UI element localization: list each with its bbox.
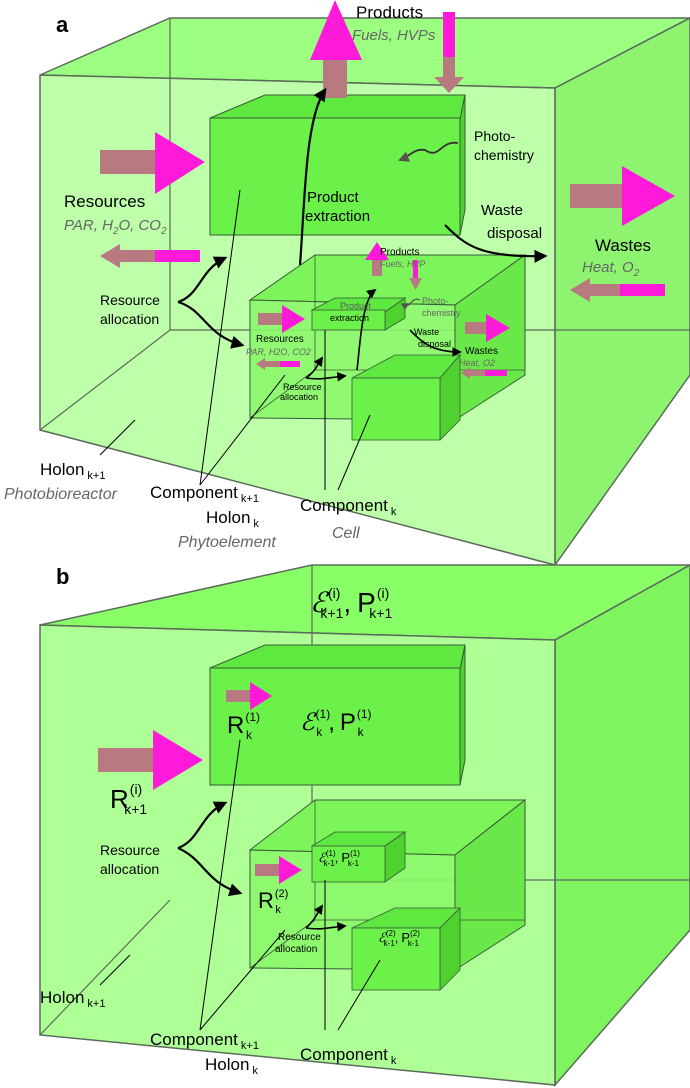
small-waste-disposal-label-1: Waste [414, 327, 439, 337]
resources-arrow-b [98, 730, 203, 790]
cell-box-a-bottom [351, 353, 461, 441]
resource-allocation-b-label-1: Resource [100, 842, 160, 858]
small-products-down-arrow [409, 260, 422, 290]
panel-b: b [39, 564, 690, 1088]
waste-disposal-label-1: Waste [481, 202, 523, 219]
product-extraction-label-1: Product [307, 189, 360, 206]
products-arrow-up [310, 0, 362, 98]
small-resource-allocation-label-2: allocation [280, 392, 318, 402]
products-sub-label: Fuels, HVPs [352, 27, 436, 44]
small-product-extraction-label-1: Product [340, 301, 372, 311]
wastes-sub-label: Heat, O2 [582, 259, 640, 279]
small-photochemistry-label-2: chemistry [422, 308, 461, 318]
small-wastes-sub-label: Heat, O2 [459, 358, 495, 368]
resource-allocation-b-label-2: allocation [100, 861, 159, 877]
photochemistry-label-2: chemistry [474, 147, 534, 163]
component-box-a-top [209, 94, 466, 236]
small-wastes-arrow [465, 314, 510, 342]
resources-label: Resources [64, 192, 145, 211]
rk1-arrow [226, 682, 272, 710]
wastes-label: Wastes [595, 236, 651, 255]
small-products-arrow [365, 242, 389, 276]
epsilon-pk-label: ℰ(1)k,P(1)k [300, 707, 372, 739]
pointer-lines-a [99, 189, 371, 491]
pointer-lines-b [99, 739, 381, 1031]
resources-arrow [100, 132, 205, 194]
small-resources-arrow [258, 305, 305, 333]
rk2-label: R(2)k [258, 888, 288, 916]
small-waste-disposal-label-2: disposal [418, 339, 451, 349]
cell-box-b-top [310, 831, 407, 883]
small-wastes-in-arrow [461, 367, 507, 379]
photobioreactor-label: Photobioreactor [4, 486, 118, 503]
panel-a: a [4, 0, 690, 568]
resources-sub-label: PAR, H2O, CO2 [64, 217, 167, 237]
resources-out-arrow [100, 244, 200, 268]
small-wastes-label: Wastes [465, 346, 498, 357]
small-resource-allocation-b-label-1: Resource [278, 932, 321, 943]
small-resources-label: Resources [256, 334, 304, 345]
photochemistry-label-1: Photo- [474, 128, 516, 144]
product-extraction-label-2: extraction [305, 208, 370, 225]
small-products-label: Products [380, 247, 419, 258]
phytoelement-label: Phytoelement [178, 534, 276, 551]
resource-allocation-label-2: allocation [100, 311, 159, 327]
resource-allocation-label-1: Resource [100, 292, 160, 308]
component-box-b-top [209, 644, 466, 786]
small-resource-allocation-b-label-2: allocation [275, 944, 317, 955]
panel-b-tag: b [56, 564, 69, 589]
products-arrow-down [434, 12, 464, 93]
epsilon-pkm1-2-label: ℰ(2)k-1,P(2)k-1 [378, 929, 420, 948]
wastes-in-arrow [570, 278, 665, 302]
waste-disposal-label-2: disposal [487, 225, 542, 242]
cell-label: Cell [332, 525, 360, 542]
rk2-arrow [255, 856, 302, 884]
small-product-extraction-label-2: extraction [330, 313, 369, 323]
epsilon-pk1-label: ℰ(i)k+1,P(i)k+1 [310, 585, 392, 621]
wastes-arrow [570, 166, 675, 226]
flow-curves-b [177, 801, 347, 932]
flow-curves-a [177, 87, 548, 382]
rk1-i-label: R(i)k+1 [110, 781, 147, 817]
small-resources-out-arrow [256, 358, 300, 370]
epsilon-pkm1-1-label: ℰ(1)k-1,P(1)k-1 [318, 849, 360, 868]
cell-box-b-bottom [351, 907, 461, 991]
small-resources-sub-label: PAR, H2O, CO2 [246, 347, 311, 357]
products-label: Products [356, 3, 423, 22]
small-products-sub-label: Fuels, HVP [380, 259, 426, 269]
rk1-label: R(1)k [227, 710, 260, 742]
small-resource-allocation-label-1: Resource [283, 382, 322, 392]
small-photochemistry-label-1: Photo- [422, 296, 449, 306]
panel-a-tag: a [56, 12, 69, 37]
cell-box-a-top [310, 297, 407, 331]
